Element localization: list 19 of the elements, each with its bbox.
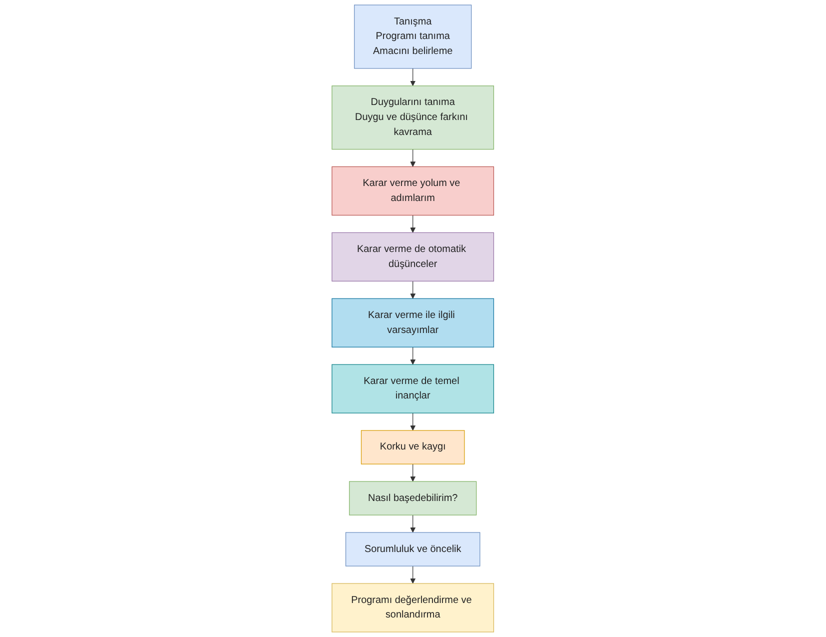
arrow [410,68,416,86]
node-box: Korku ve kaygı [361,430,465,464]
node-box: Tanışma Programı tanıma Amacını belirleme [354,4,472,69]
arrow [410,566,416,584]
arrow [410,148,416,167]
arrow [410,346,416,365]
node-box: Karar verme ile ilgili varsayımlar [332,298,494,348]
arrow [410,514,416,533]
node-box: Duygularını tanıma Duygu ve düşünce farkını kavrama [332,86,494,150]
node-box: Programı değerlendirme ve sonlandırma [332,583,494,632]
node-box: Nasıl başedebilirim? [349,481,477,516]
node-box: Sorumluluk ve öncelik [346,532,480,566]
arrow [410,214,416,233]
arrow [410,412,416,431]
node-box: Karar verme de temel inançlar [332,364,494,414]
arrow [410,280,416,299]
node-box: Karar verme de otomatik düşünceler [332,232,494,282]
arrow [410,464,416,482]
node-box: Karar verme yolum ve adımlarım [332,166,494,216]
